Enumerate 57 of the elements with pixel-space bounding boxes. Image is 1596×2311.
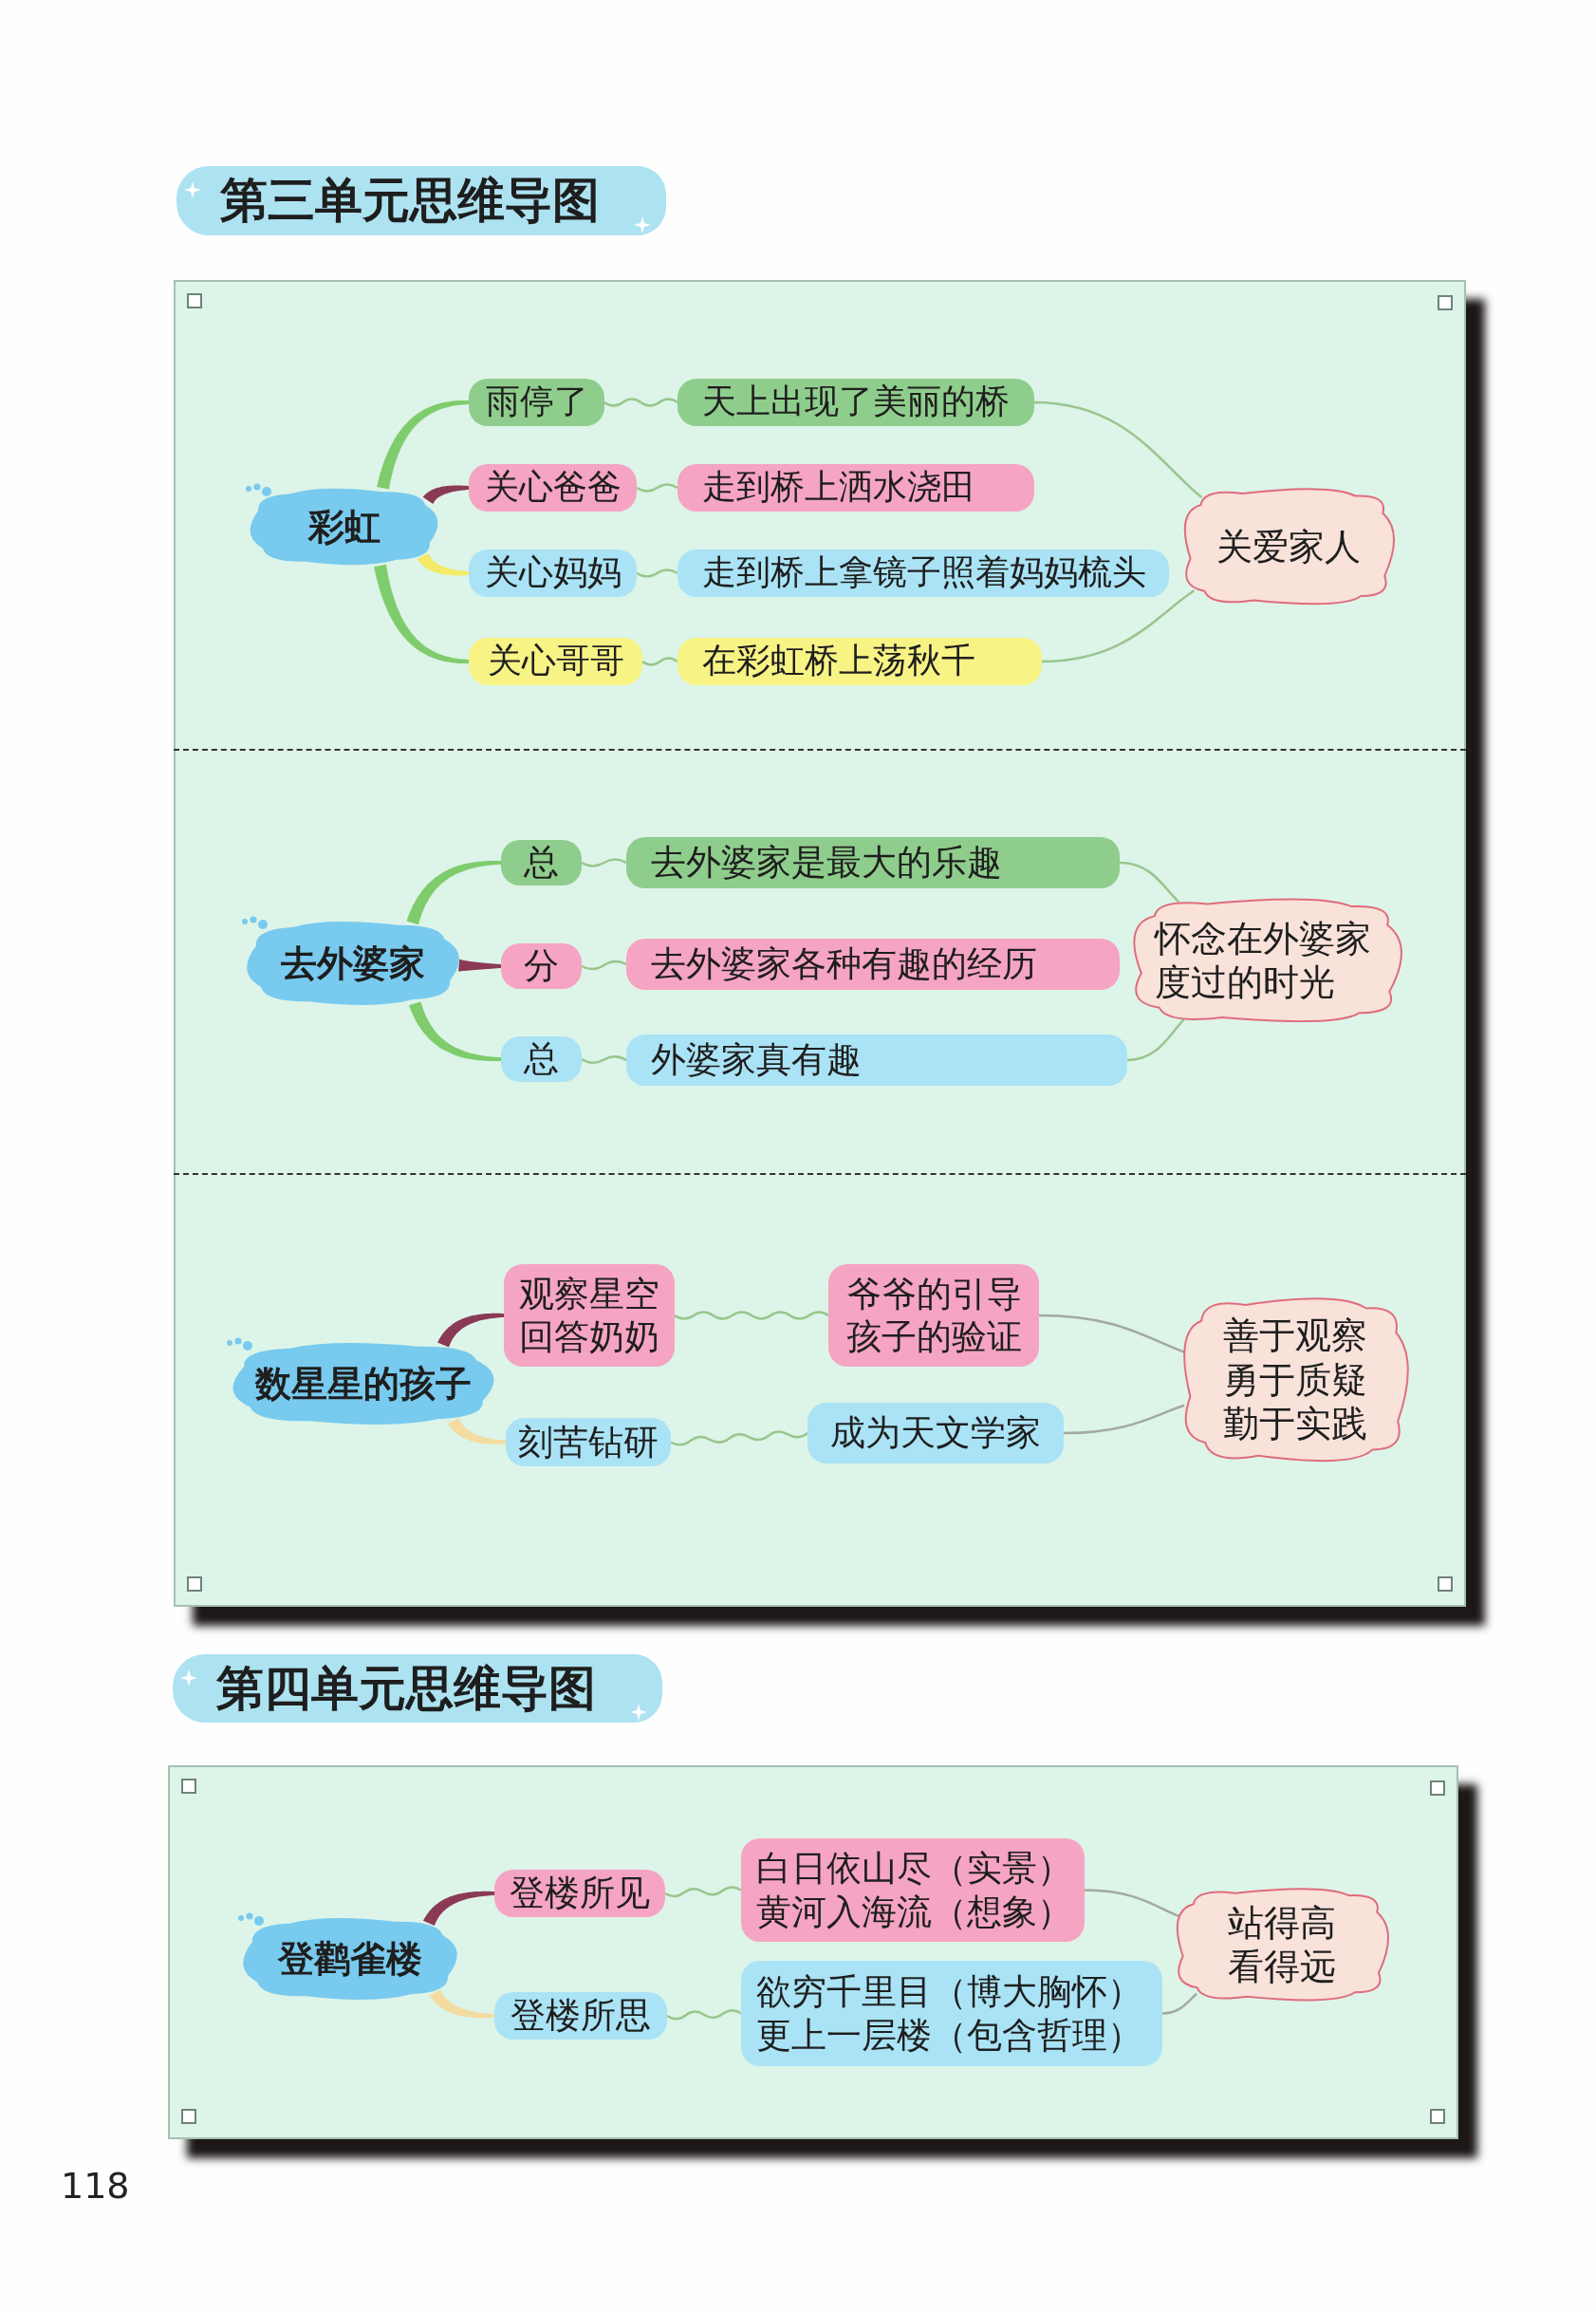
rounded-box: 去外婆家各种有趣的经历 [626, 939, 1120, 990]
connector-line [1161, 1992, 1197, 2015]
rounded-box: 总 [501, 1036, 582, 1082]
rounded-box: 去外婆家是最大的乐趣 [626, 837, 1120, 888]
wavy-line [666, 2009, 742, 2021]
branch-line [437, 1313, 504, 1348]
branch-line [448, 1418, 506, 1444]
title-banner: 第三单元思维导图 [176, 166, 666, 235]
wavy-line [670, 1430, 808, 1446]
wavy-line [636, 568, 678, 578]
title-banner: 第四单元思维导图 [173, 1654, 662, 1723]
rounded-box: 天上出现了美丽的桥 [677, 379, 1034, 426]
branch-line [423, 1891, 494, 1926]
connector-line [1119, 861, 1180, 904]
connector-line [1033, 401, 1203, 498]
connector-line [1041, 589, 1196, 663]
wavy-line [664, 1886, 742, 1898]
wavy-line [581, 858, 627, 867]
rounded-box: 走到桥上洒水浇田 [677, 464, 1034, 512]
rounded-box: 登楼所思 [494, 1992, 667, 2040]
branch-line [458, 959, 501, 972]
rounded-box: 白日依山尽（实景） 黄河入海流（想象） [741, 1838, 1085, 1942]
wavy-line [581, 1055, 627, 1064]
rounded-box: 走到桥上拿镜子照着妈妈梳头 [677, 550, 1169, 597]
rounded-box: 雨停了 [469, 379, 604, 426]
mind-map-panel [168, 1765, 1458, 2139]
rounded-box: 登楼所见 [494, 1870, 665, 1917]
rounded-box: 爷爷的引导 孩子的验证 [828, 1264, 1039, 1367]
connector-line [1063, 1404, 1185, 1435]
mind-map-panel [174, 280, 1466, 1607]
rounded-box: 刻苦钻研 [506, 1418, 671, 1466]
rounded-box: 关心妈妈 [469, 550, 637, 597]
page-number: 118 [61, 2165, 130, 2207]
rounded-box: 在彩虹桥上荡秋千 [677, 638, 1042, 685]
rounded-box: 欲穷千里目（博大胸怀） 更上一层楼（包含哲理） [741, 1961, 1162, 2066]
wavy-line [641, 657, 678, 666]
branch-line [422, 485, 469, 504]
rounded-box: 外婆家真有趣 [626, 1034, 1127, 1086]
wavy-line [603, 398, 678, 407]
wavy-line [581, 960, 627, 971]
connector-line [1084, 1889, 1179, 1918]
rounded-box: 成为天文学家 [807, 1403, 1064, 1463]
branch-line [374, 564, 469, 664]
branch-line [377, 400, 469, 490]
branch-line [406, 860, 501, 925]
wavy-line [674, 1311, 829, 1320]
connector-line [1038, 1314, 1185, 1353]
branch-line [409, 1001, 501, 1062]
connector-line [1126, 1018, 1185, 1062]
rounded-box: 关心爸爸 [469, 464, 637, 512]
branch-line [429, 1989, 494, 2019]
rounded-box: 关心哥哥 [469, 638, 642, 685]
rounded-box: 总 [501, 840, 582, 885]
wavy-line [636, 483, 678, 493]
rounded-box: 分 [501, 943, 582, 989]
branch-line [418, 552, 469, 576]
rounded-box: 观察星空 回答奶奶 [504, 1264, 675, 1367]
